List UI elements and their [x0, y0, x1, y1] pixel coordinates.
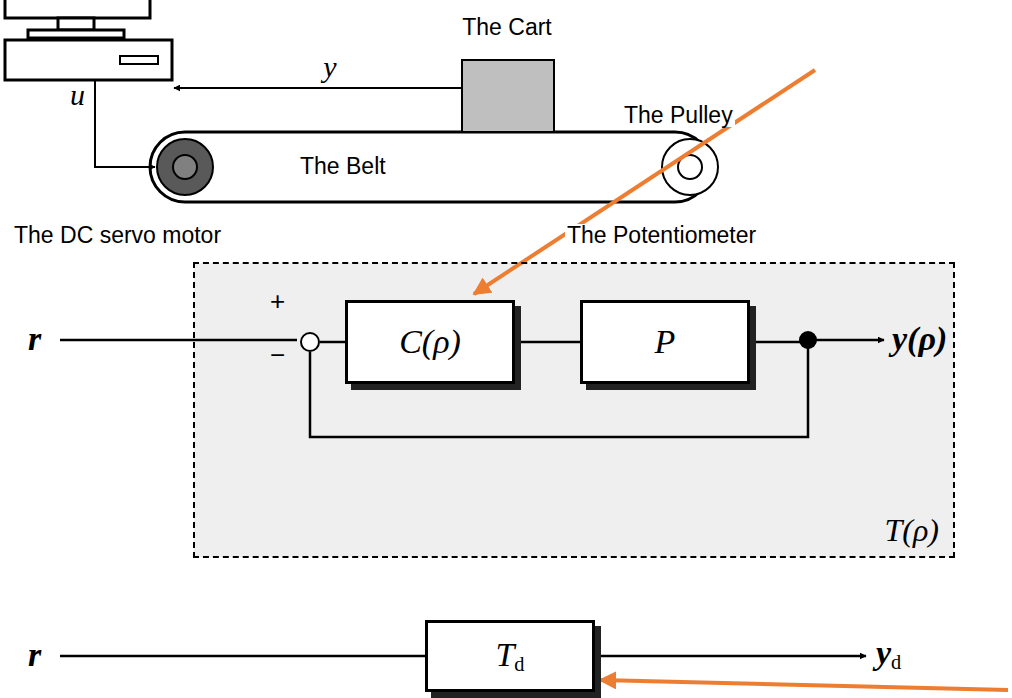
- region-label: T(ρ): [885, 514, 939, 546]
- controller-box: C(ρ): [345, 300, 515, 384]
- monitor-stand: [58, 18, 94, 30]
- part-name: The Pulley: [622, 104, 735, 127]
- closed-loop-region: +−C(ρ)PT(ρ): [193, 262, 955, 558]
- signal-line: [174, 87, 462, 89]
- monitor: [5, 0, 150, 18]
- motor: [157, 139, 213, 195]
- pointer-arrow: [474, 70, 815, 294]
- signal-line: [95, 80, 155, 167]
- block-label: C(ρ): [399, 325, 461, 359]
- sign-label: +: [270, 288, 285, 314]
- motor-hub: [173, 155, 197, 179]
- part-name: The Potentiometer: [565, 224, 758, 247]
- signal-connector: [515, 341, 580, 344]
- region-fill: [194, 263, 954, 557]
- signal-line: [60, 655, 425, 658]
- belt: [150, 132, 710, 202]
- signal-name: yd: [876, 636, 901, 673]
- signal-line: [808, 339, 884, 342]
- plant-box: P: [580, 300, 750, 384]
- signal-line: [595, 655, 866, 658]
- signal-connector: [320, 341, 345, 344]
- sign-label: −: [270, 342, 285, 368]
- part-name: The Belt: [300, 155, 386, 178]
- signal-name: y(ρ): [892, 322, 947, 356]
- signal-name: u: [70, 80, 85, 110]
- summing-junction: +−: [300, 332, 320, 352]
- block-label: Td: [495, 638, 524, 675]
- part-name: The DC servo motor: [14, 224, 221, 247]
- signal-name: r: [28, 322, 41, 356]
- monitor-base: [28, 30, 124, 38]
- reference-model-box: Td: [425, 620, 595, 692]
- block-label: P: [655, 325, 676, 359]
- computer-body: [5, 40, 172, 80]
- signal-name: y: [323, 52, 336, 82]
- part-name: The Cart: [462, 16, 551, 39]
- cart: [462, 60, 554, 132]
- signal-name: r: [28, 638, 41, 672]
- pointer-arrow: [600, 680, 1008, 690]
- drive-slot: [120, 56, 158, 64]
- signal-line: [60, 339, 297, 342]
